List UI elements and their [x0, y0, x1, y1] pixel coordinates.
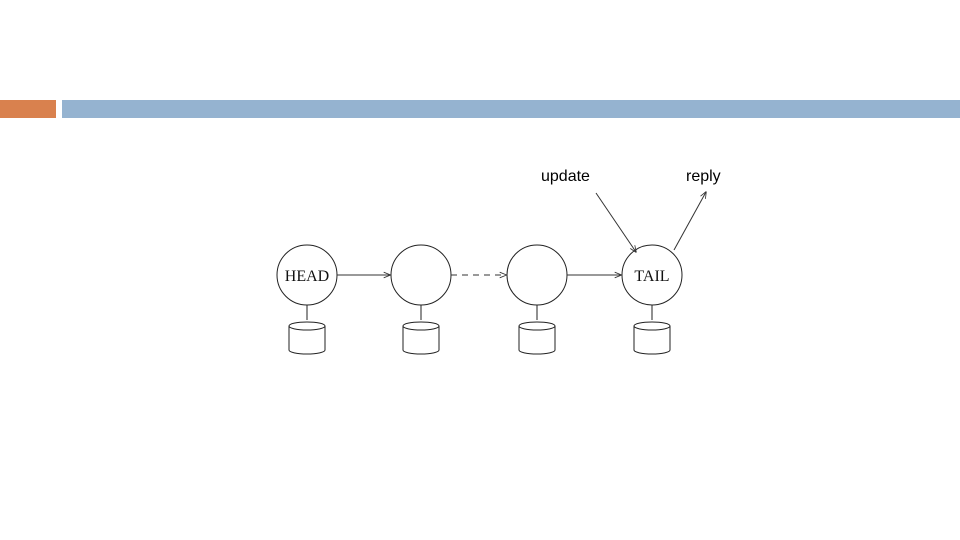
- reply-label: reply: [686, 168, 721, 185]
- storage-db-icon: [633, 305, 671, 355]
- header-accent-bar: [0, 100, 56, 118]
- header-title-bar: [62, 100, 960, 118]
- chain-node-2: [390, 244, 452, 306]
- chain-node-head: HEAD: [276, 244, 338, 306]
- reply-arrow: [673, 192, 706, 251]
- storage-db-icon: [402, 305, 440, 355]
- chain-node-tail: TAIL: [621, 244, 683, 306]
- chain-node-3: [506, 244, 568, 306]
- storage-db-icon: [288, 305, 326, 355]
- node-label-head: HEAD: [285, 268, 329, 285]
- update-label: update: [541, 168, 590, 185]
- update-arrow: [595, 192, 636, 252]
- storage-db-icon: [518, 305, 556, 355]
- node-label-tail: TAIL: [634, 268, 669, 285]
